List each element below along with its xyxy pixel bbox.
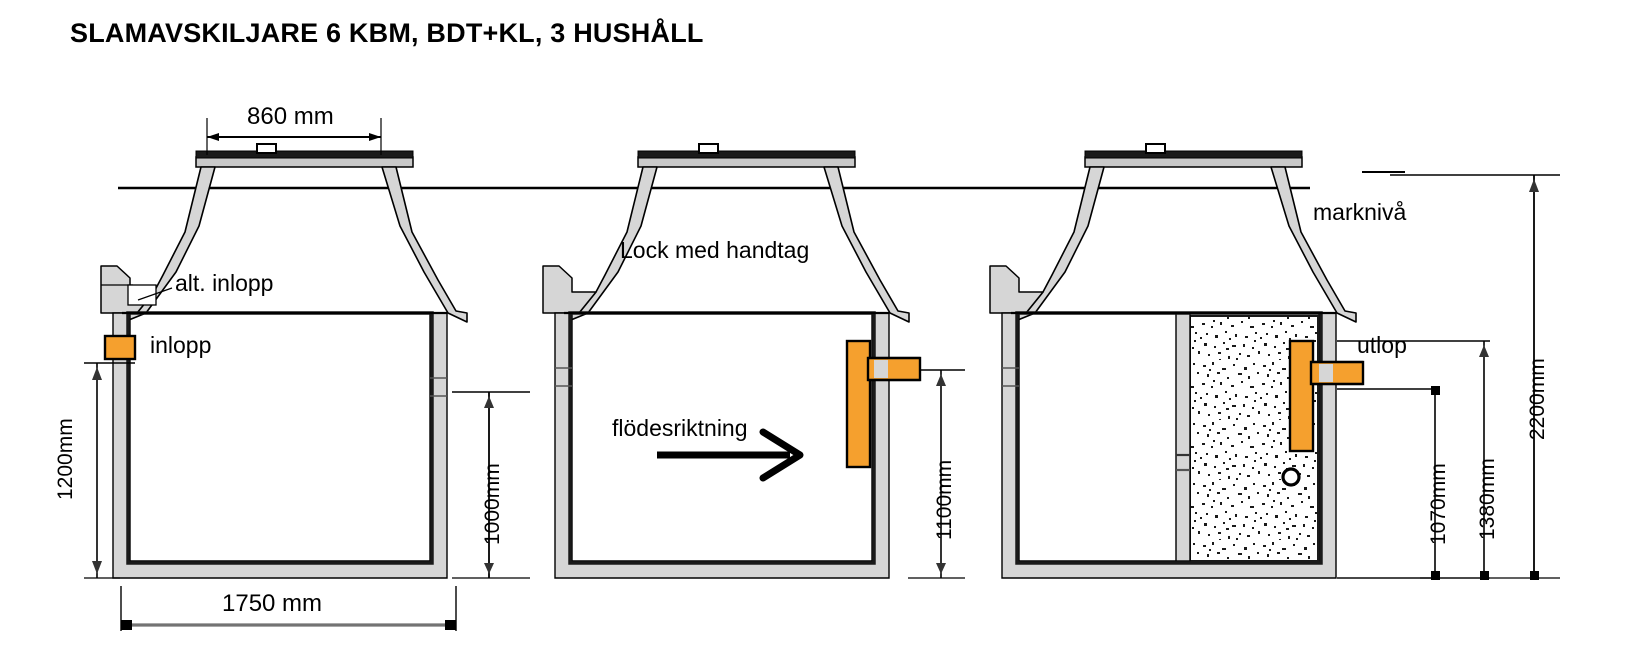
label-lock-med-handtag: Lock med handtag bbox=[620, 237, 810, 263]
tank-middle bbox=[542, 143, 922, 579]
dim-label-1070: 1070mm bbox=[1427, 463, 1450, 545]
alt-inlopp-leader bbox=[137, 287, 173, 301]
label-marknivaa: marknivå bbox=[1313, 199, 1407, 225]
label-alt-inlopp: alt. inlopp bbox=[175, 270, 274, 296]
label-utlop: utlop bbox=[1357, 332, 1407, 358]
label-flodesriktning: flödesriktning bbox=[612, 415, 748, 441]
label-inlopp: inlopp bbox=[150, 332, 212, 358]
dim-label-1380: 1380mm bbox=[1476, 458, 1499, 540]
dim-1000 bbox=[452, 391, 530, 579]
page-title: SLAMAVSKILJARE 6 KBM, BDT+KL, 3 HUSHÅLL bbox=[70, 18, 704, 48]
dim-1070 bbox=[1337, 386, 1440, 580]
tank-left bbox=[100, 143, 468, 579]
tank-right bbox=[989, 143, 1365, 579]
dim-label-2200: 2200mm bbox=[1526, 358, 1549, 440]
dim-1200 bbox=[84, 362, 135, 579]
dim-1100 bbox=[908, 369, 965, 579]
dim-label-1000: 1000mm bbox=[481, 463, 504, 545]
dim-1750 bbox=[120, 586, 457, 631]
flow-direction-arrow bbox=[657, 428, 804, 482]
dim-860 bbox=[206, 118, 382, 155]
dim-label-860: 860 mm bbox=[247, 103, 334, 130]
inlopp-port bbox=[103, 334, 137, 361]
dim-label-1750: 1750 mm bbox=[222, 590, 323, 617]
outlet-t-pipe bbox=[845, 339, 872, 469]
dim-2200 bbox=[1390, 174, 1560, 580]
utlop-t-pipe bbox=[1288, 339, 1315, 453]
dim-label-1100: 1100mm bbox=[933, 459, 956, 540]
dim-label-1200: 1200mm bbox=[54, 418, 77, 500]
